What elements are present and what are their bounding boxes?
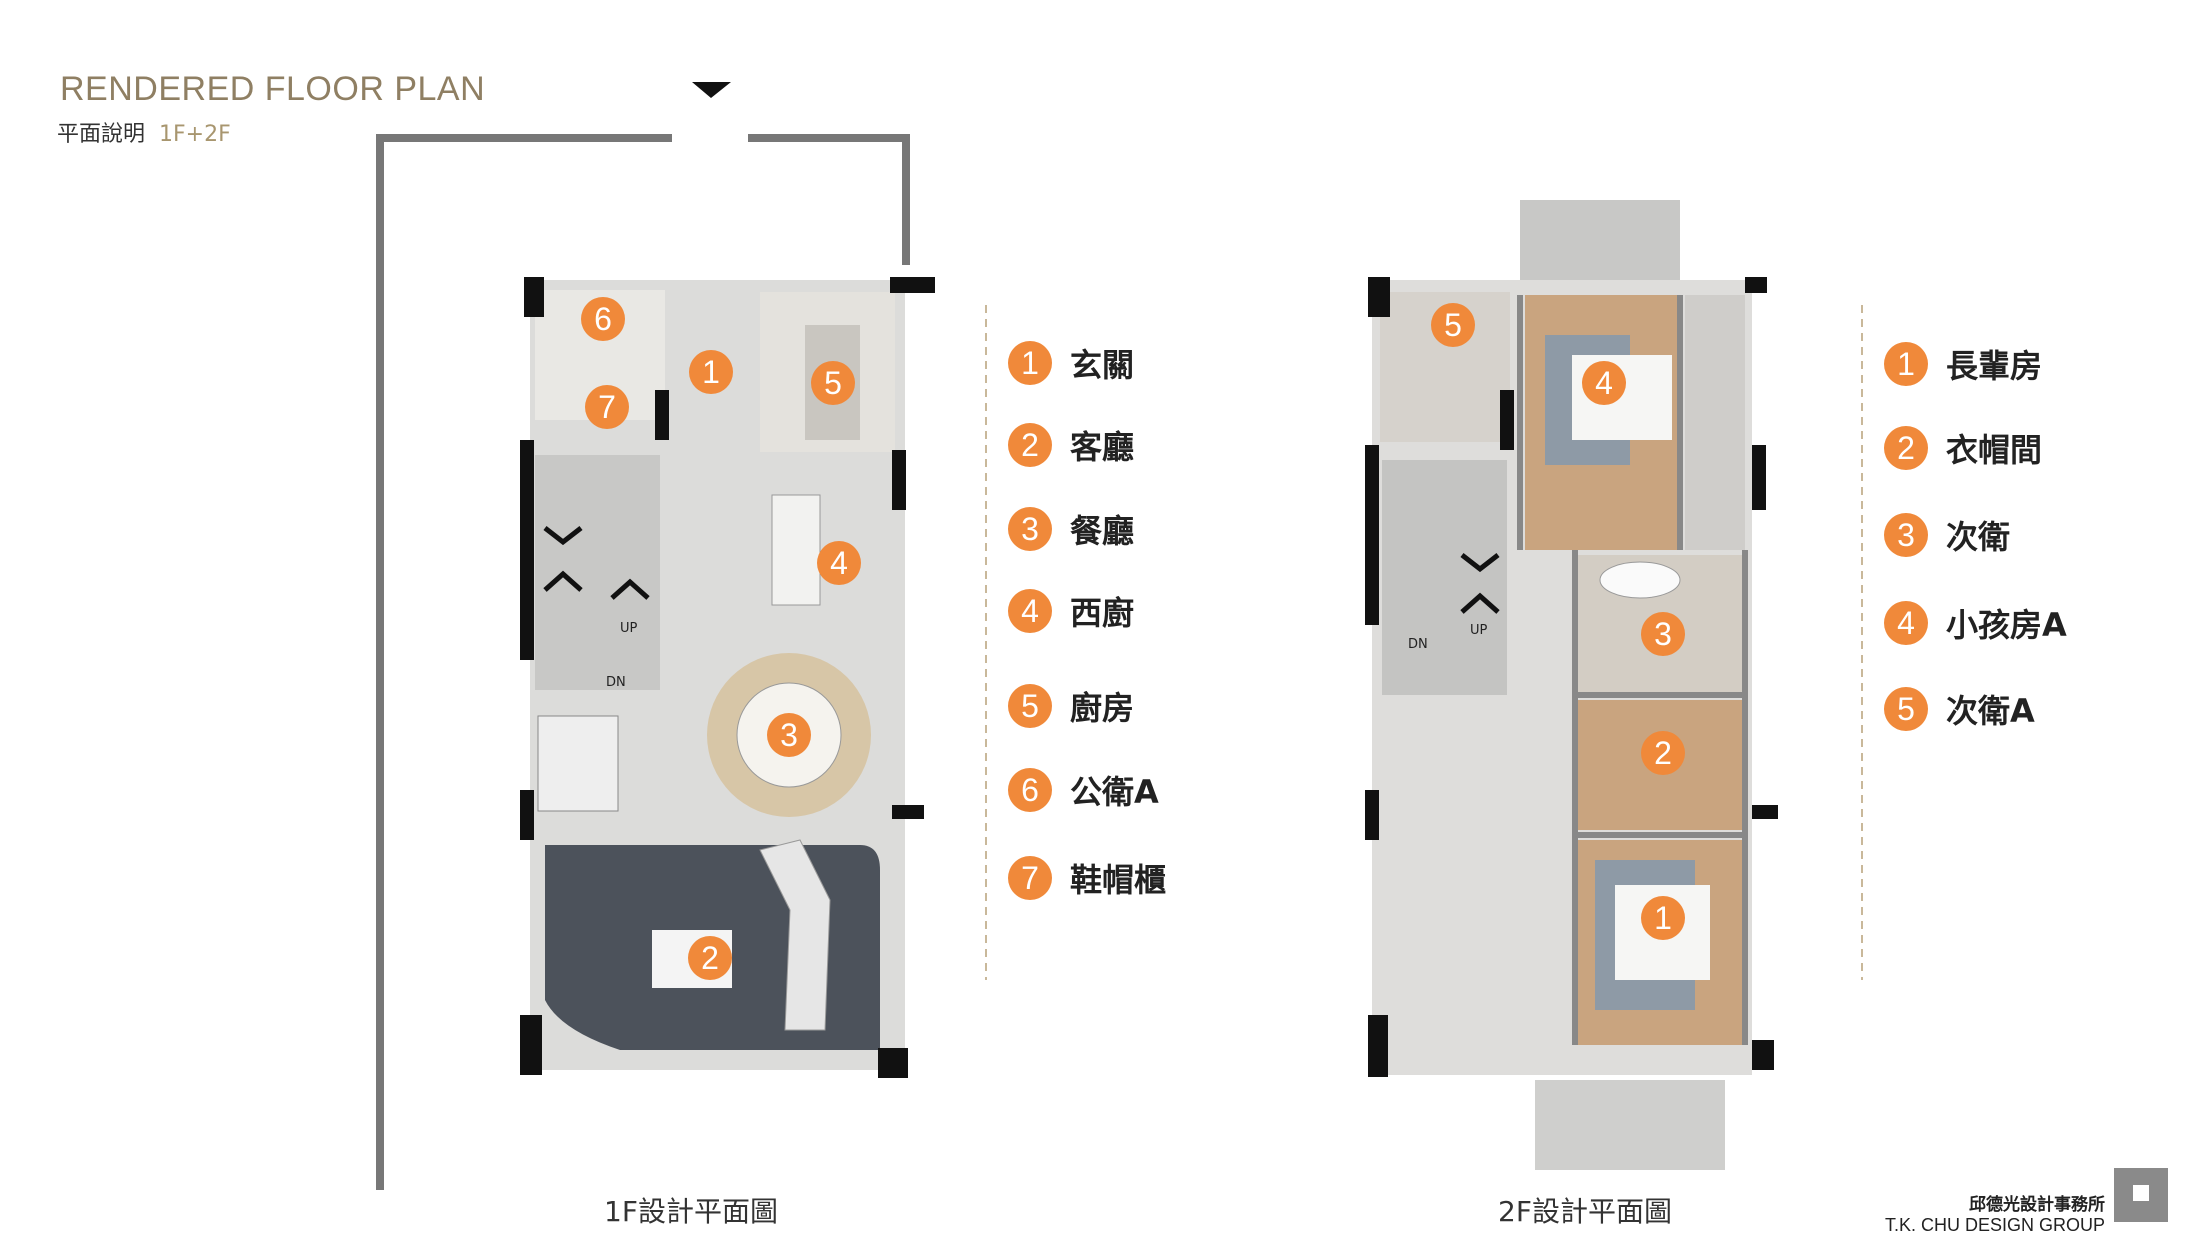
plan-1f-drawing: UP DN (376, 82, 935, 1190)
legend-number: 6 (1008, 768, 1052, 812)
firm-logo (2114, 1168, 2168, 1222)
room-marker-1f: 1 (689, 350, 733, 394)
room-marker-1f: 5 (811, 361, 855, 405)
floors-label: 1F+2F (159, 122, 231, 147)
room-marker-1f: 6 (581, 297, 625, 341)
caption-1f: 1F設計平面圖 (604, 1195, 778, 1228)
legend-label: 小孩房A (1946, 606, 2067, 644)
room-marker-1f: 4 (817, 541, 861, 585)
legend-number: 3 (1884, 513, 1928, 557)
legend-number: 5 (1884, 687, 1928, 731)
stair-up-label-1f: UP (620, 621, 638, 636)
firm-name: 邱德光設計事務所 T.K. CHU DESIGN GROUP (1885, 1190, 2105, 1236)
room-marker-2f: 3 (1641, 612, 1685, 656)
legend-item-2f: 5 次衛A (1884, 686, 2035, 732)
firm-name-zh: 邱德光設計事務所 (1969, 1195, 2105, 1214)
legend-label: 鞋帽櫃 (1070, 861, 1167, 899)
legend-number: 2 (1884, 426, 1928, 470)
room-marker-2f: 4 (1582, 361, 1626, 405)
legend-item-2f: 3 次衛 (1884, 512, 2010, 558)
stair-dn-label-1f: DN (606, 675, 626, 690)
legend-item-1f: 5 廚房 (1008, 683, 1134, 729)
legend-item-1f: 3 餐廳 (1008, 506, 1134, 552)
legend-number: 1 (1008, 341, 1052, 385)
legend-label: 廚房 (1070, 689, 1135, 727)
room-marker-2f: 1 (1641, 896, 1685, 940)
legend-number: 4 (1008, 589, 1052, 633)
legend-number: 4 (1884, 601, 1928, 645)
legend-item-1f: 7 鞋帽櫃 (1008, 855, 1166, 901)
legend-number: 3 (1008, 507, 1052, 551)
stair-dn-label-2f: DN (1408, 637, 1428, 652)
legend-label: 餐廳 (1070, 512, 1135, 550)
plan-2f-drawing: UP DN (1365, 200, 1778, 1170)
legend-item-1f: 2 客廳 (1008, 422, 1134, 468)
legend-item-1f: 4 西廚 (1008, 588, 1134, 634)
caption-2f: 2F設計平面圖 (1498, 1195, 1672, 1228)
legend-label: 長輩房 (1946, 347, 2043, 385)
legend-item-1f: 1 玄關 (1008, 340, 1134, 386)
legend-number: 5 (1008, 684, 1052, 728)
room-marker-1f: 7 (585, 385, 629, 429)
page-title: RENDERED FLOOR PLAN (60, 70, 486, 108)
room-marker-2f: 2 (1641, 731, 1685, 775)
legend-item-2f: 2 衣帽間 (1884, 425, 2042, 471)
legend-label: 次衛A (1946, 692, 2035, 730)
legend-label: 客廳 (1070, 428, 1135, 466)
legend-item-2f: 4 小孩房A (1884, 600, 2067, 646)
legend-item-1f: 6 公衛A (1008, 767, 1159, 813)
legend-number: 1 (1884, 342, 1928, 386)
room-marker-1f: 3 (767, 713, 811, 757)
legend-label: 次衛 (1946, 518, 2011, 556)
subtitle-text: 平面說明 (57, 122, 146, 147)
legend-item-2f: 1 長輩房 (1884, 341, 2042, 387)
room-marker-1f: 2 (688, 936, 732, 980)
page-subtitle: 平面說明 1F+2F (57, 116, 231, 148)
legend-label: 西廚 (1070, 594, 1135, 632)
firm-name-en: T.K. CHU DESIGN GROUP (1884, 1215, 2105, 1235)
north-arrow-icon (692, 82, 731, 98)
legend-label: 玄關 (1070, 346, 1135, 384)
legend-number: 2 (1008, 423, 1052, 467)
legend-label: 衣帽間 (1946, 431, 2043, 469)
legend-number: 7 (1008, 856, 1052, 900)
stair-up-label-2f: UP (1470, 623, 1488, 638)
room-marker-2f: 5 (1431, 303, 1475, 347)
legend-label: 公衛A (1070, 773, 1159, 811)
